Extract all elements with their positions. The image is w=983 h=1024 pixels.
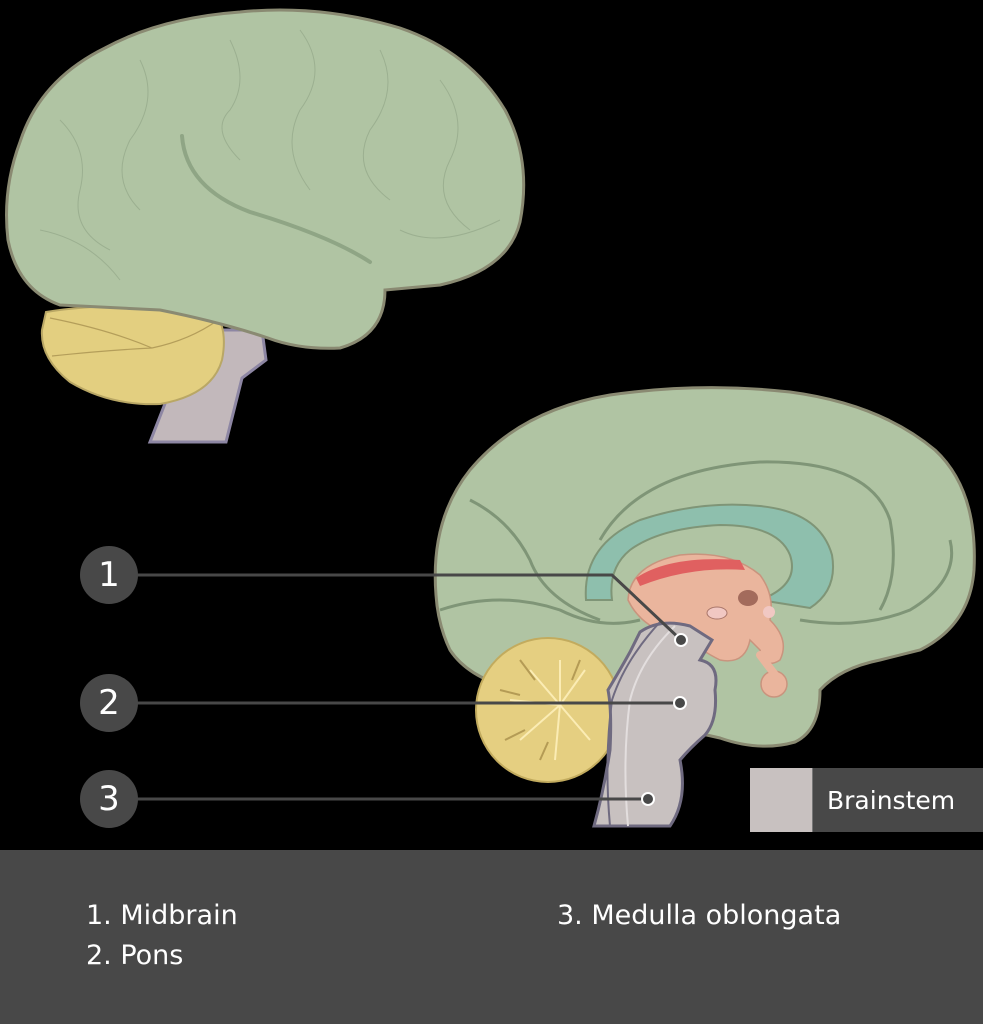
brainstem-color-swatch [750, 768, 812, 832]
pointer-dot-2 [673, 696, 687, 710]
answer-2: 2. Pons [86, 940, 184, 971]
marker-2[interactable]: 2 [80, 674, 138, 732]
marker-3[interactable]: 3 [80, 770, 138, 828]
pointer-dot-3 [641, 792, 655, 806]
marker-number: 1 [98, 555, 120, 595]
legend-label: Brainstem [812, 768, 983, 832]
leader-endpoints [641, 633, 688, 806]
legend-key: Brainstem [750, 768, 983, 832]
brain-illustration [5, 8, 976, 828]
diagram-stage: 1 2 3 Brainstem [5, 8, 983, 832]
marker-number: 2 [98, 683, 120, 723]
midsagittal-brain [433, 386, 976, 828]
leader-line-1 [109, 573, 683, 642]
answer-panel: 1. Midbrain 2. Pons 3. Medulla oblongata [0, 850, 983, 1024]
marker-1[interactable]: 1 [80, 546, 138, 604]
answer-3: 3. Medulla oblongata [557, 900, 842, 931]
lateral-brain [5, 8, 526, 444]
answer-1: 1. Midbrain [86, 900, 238, 931]
leader-lines [109, 573, 683, 801]
pointer-dot-1 [674, 633, 688, 647]
marker-number: 3 [98, 779, 120, 819]
